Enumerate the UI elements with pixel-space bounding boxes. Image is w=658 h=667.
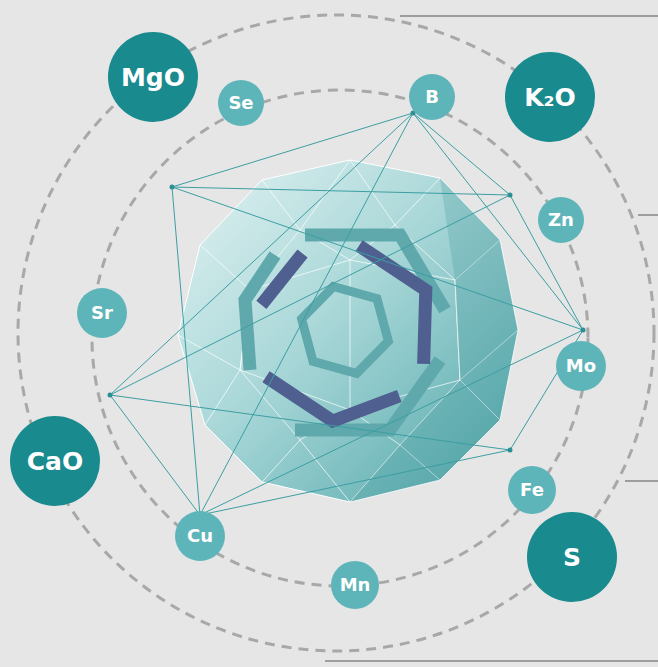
element-label: Mn xyxy=(340,576,371,594)
element-circle-large: S xyxy=(527,512,617,602)
element-label: Fe xyxy=(520,481,544,499)
element-label: Mo xyxy=(566,357,596,375)
element-circle: Sr xyxy=(77,288,127,338)
element-label: Cu xyxy=(187,527,213,545)
element-label: Se xyxy=(228,94,253,112)
outer-orbit xyxy=(18,15,654,651)
element-circle: Cu xyxy=(175,511,225,561)
element-label: Sr xyxy=(91,304,113,322)
element-label: S xyxy=(563,545,581,570)
polyhedron xyxy=(178,160,518,502)
element-label: MgO xyxy=(121,65,185,90)
element-circle: Mo xyxy=(556,341,606,391)
wireframe xyxy=(110,113,583,515)
element-circle-large: MgO xyxy=(108,32,198,122)
element-label: K₂O xyxy=(524,85,576,110)
element-circle: Se xyxy=(218,80,264,126)
element-circle: Mn xyxy=(331,561,379,609)
element-label: Zn xyxy=(548,211,574,229)
element-label: CaO xyxy=(27,449,83,474)
element-label: B xyxy=(425,88,439,106)
element-circle: B xyxy=(409,74,455,120)
element-circle-large: CaO xyxy=(10,416,100,506)
element-circle-large: K₂O xyxy=(505,52,595,142)
element-circle: Zn xyxy=(538,197,584,243)
element-circle: Fe xyxy=(508,466,556,514)
inner-orbit xyxy=(92,90,588,586)
wireframe-dot xyxy=(108,111,586,518)
